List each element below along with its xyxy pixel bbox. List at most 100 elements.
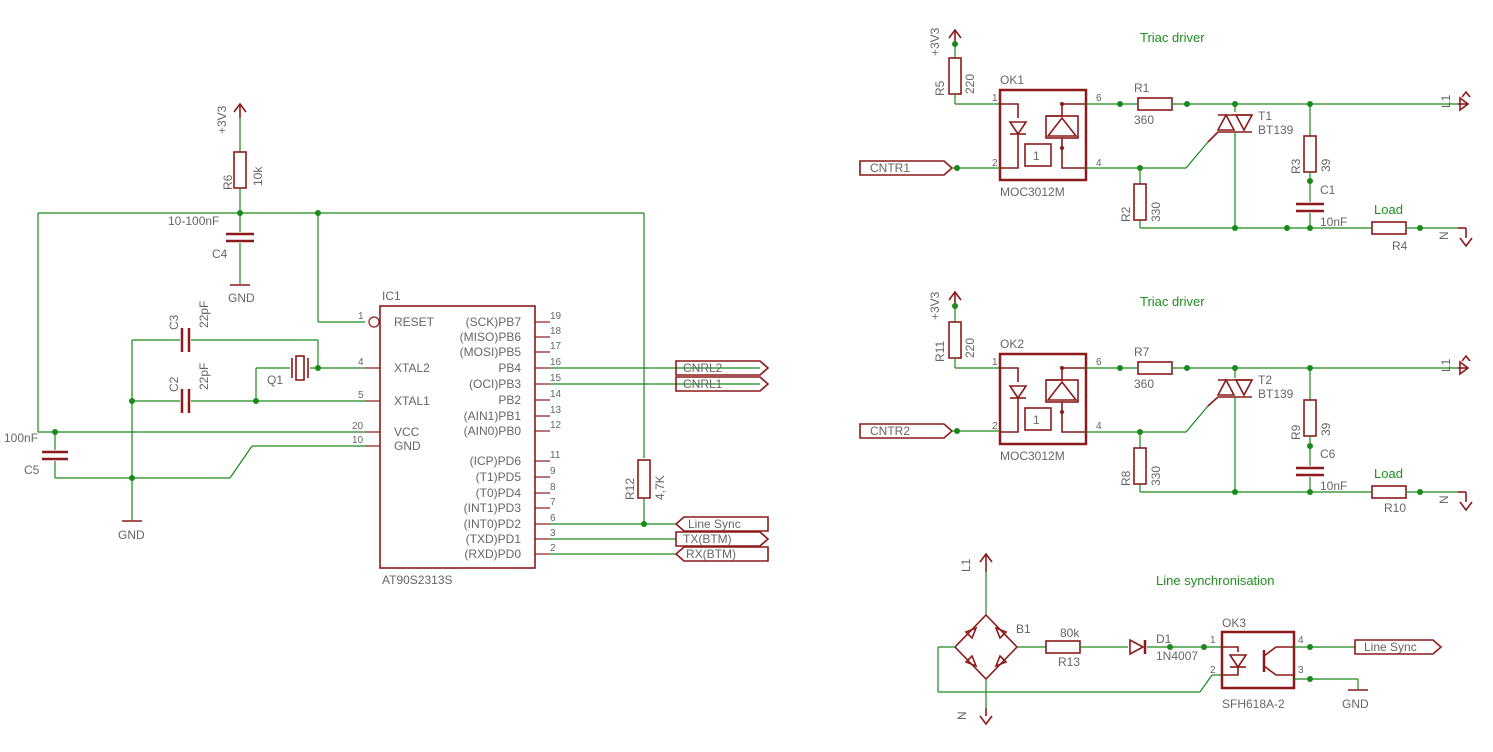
svg-text:T2: T2 [1258, 373, 1272, 387]
pin-num: 3 [550, 528, 556, 539]
pin-name: (INT0)PD2 [464, 517, 522, 531]
pin-num: 2 [550, 543, 556, 554]
svg-text:10nF: 10nF [1320, 479, 1347, 493]
svg-text:L1: L1 [1439, 358, 1453, 372]
c5-value: 100nF [4, 431, 38, 445]
pin-name: (AIN0)PB0 [464, 424, 522, 438]
supply-label: +3V3 [215, 105, 229, 134]
svg-text:C6: C6 [1320, 447, 1336, 461]
svg-text:OK1: OK1 [1000, 73, 1024, 87]
section-title: Triac driver [1140, 30, 1205, 45]
svg-text:3: 3 [1298, 665, 1304, 676]
svg-text:6: 6 [1096, 357, 1102, 368]
svg-text:1N4007: 1N4007 [1156, 649, 1198, 663]
svg-text:Load: Load [1374, 202, 1403, 217]
svg-text:2: 2 [992, 421, 998, 432]
pin-name: GND [394, 439, 421, 453]
pin-num: 13 [550, 405, 562, 416]
pin-name: (TXD)PD1 [466, 532, 522, 546]
pin-num: 4 [358, 357, 364, 368]
svg-text:OK3: OK3 [1222, 616, 1246, 630]
capacitor-c3: C3 22pF [167, 301, 211, 352]
svg-text:R13: R13 [1058, 655, 1080, 669]
ic1-ref: IC1 [382, 289, 401, 303]
pin-name: (ICP)PD6 [470, 454, 522, 468]
svg-text:CNRL2: CNRL2 [683, 361, 723, 375]
line-sync-section: Line synchronisation L1 B1 N 80k R13 D1 … [937, 552, 1443, 726]
svg-text:+3V3: +3V3 [928, 27, 942, 56]
pin-num: 11 [550, 450, 561, 461]
ic1-right-pins: 19(SCK)PB718(MISO)PB617(MOSI)PB516PB415(… [460, 311, 562, 561]
svg-text:+3V3: +3V3 [928, 291, 942, 320]
pin-name: (T1)PD5 [476, 470, 522, 484]
opto-ok3: OK3 SFH618A-2 1 2 4 3 [1210, 616, 1304, 711]
c3-ref: C3 [167, 314, 181, 330]
c2-value: 22pF [197, 363, 211, 390]
svg-text:360: 360 [1134, 113, 1154, 127]
capacitor-c4: 10-100nF C4 [168, 214, 254, 261]
svg-text:39: 39 [1319, 158, 1333, 172]
svg-text:R8: R8 [1119, 470, 1133, 486]
pin-num: 17 [550, 341, 562, 352]
svg-text:T1: T1 [1258, 109, 1272, 123]
net-label-cntr1: CNTR1 [859, 160, 954, 176]
pin-name: (SCK)PB7 [466, 315, 522, 329]
pin-name: XTAL1 [394, 394, 430, 408]
diode-d1: D1 1N4007 [1129, 632, 1198, 663]
q1-ref: Q1 [267, 373, 283, 387]
svg-text:1: 1 [1033, 413, 1040, 427]
svg-text:L1: L1 [959, 558, 973, 572]
pin-name: (OCI)PB3 [469, 377, 521, 391]
svg-text:2: 2 [992, 158, 998, 169]
svg-text:C1: C1 [1320, 183, 1336, 197]
svg-text:R9: R9 [1289, 424, 1303, 440]
svg-text:R5: R5 [933, 80, 947, 96]
ic1-mcu: IC1 AT90S2313S 1 4 5 20 10 RESET XTAL2 X… [352, 289, 562, 587]
c3-value: 22pF [197, 301, 211, 328]
pin-name: XTAL2 [394, 361, 430, 375]
svg-text:BT139: BT139 [1258, 387, 1294, 401]
svg-text:1: 1 [992, 357, 998, 368]
svg-text:N: N [1437, 495, 1451, 504]
pin-name: (T0)PD4 [476, 486, 522, 500]
svg-text:SFH618A-2: SFH618A-2 [1222, 697, 1285, 711]
pin-name: (RXD)PD0 [464, 547, 521, 561]
svg-text:Line Sync: Line Sync [688, 517, 741, 531]
pin-name: (INT1)PD3 [464, 501, 522, 515]
svg-text:RX(BTM): RX(BTM) [686, 547, 736, 561]
svg-text:220: 220 [963, 74, 977, 94]
net-label-rx: RX(BTM) [674, 546, 769, 562]
svg-text:4: 4 [1096, 158, 1102, 169]
svg-text:6: 6 [1096, 93, 1102, 104]
svg-text:1: 1 [1210, 635, 1216, 646]
r6-ref: R6 [221, 174, 235, 190]
capacitor-c2: C2 22pF [167, 363, 211, 413]
pin-name: VCC [394, 425, 420, 439]
c2-ref: C2 [167, 376, 181, 392]
net-label-line-sync-out: Line Sync [1354, 639, 1443, 655]
svg-text:TX(BTM): TX(BTM) [683, 532, 732, 546]
svg-text:360: 360 [1134, 377, 1154, 391]
svg-text:39: 39 [1319, 422, 1333, 436]
pin-num: 6 [550, 513, 556, 524]
net-label-cnrl1: CNRL1 [675, 376, 770, 392]
svg-text:R2: R2 [1119, 206, 1133, 222]
r12-ref: R12 [623, 478, 637, 500]
pin-num: 12 [550, 420, 562, 431]
c4-value: 10-100nF [168, 214, 219, 228]
pin-num: 16 [550, 357, 562, 368]
svg-text:Line Sync: Line Sync [1364, 640, 1417, 654]
svg-text:R1: R1 [1134, 81, 1150, 95]
svg-text:Load: Load [1374, 466, 1403, 481]
svg-text:330: 330 [1149, 202, 1163, 222]
crystal-q1: Q1 [267, 355, 309, 387]
triac-driver-2: Triac driver +3V3 R11 220 OK2 MOC3012M 1… [859, 290, 1473, 515]
pin-num: 15 [550, 373, 562, 384]
resistor-r6: R6 10k [221, 151, 265, 190]
pin-num: 5 [358, 390, 364, 401]
pin-name: PB4 [498, 361, 521, 375]
resistor-r12: R12 4,7K [623, 459, 667, 500]
c5-ref: C5 [24, 463, 40, 477]
svg-text:R11: R11 [933, 341, 947, 362]
